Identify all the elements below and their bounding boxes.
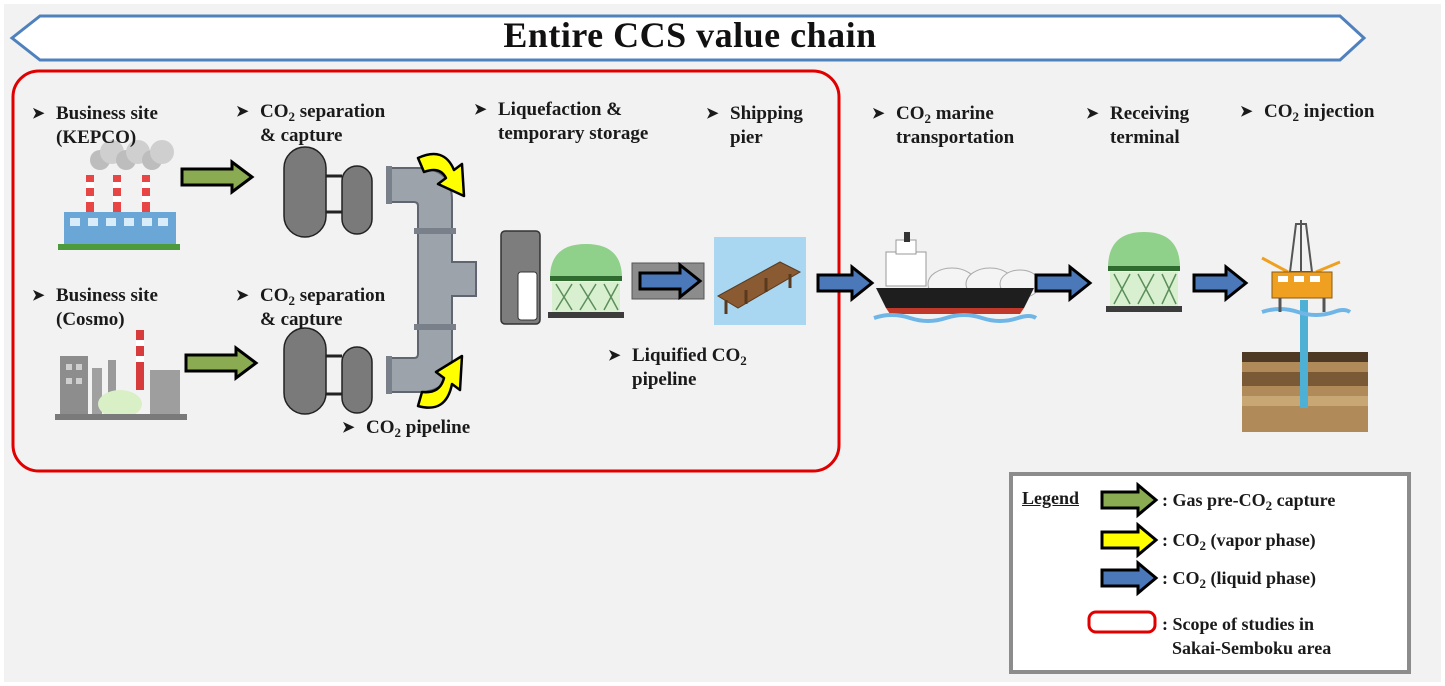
- stage-label-liquefaction: ➤Liquefaction &temporary storage: [474, 99, 649, 144]
- lng-tank-icon: [548, 244, 624, 318]
- vapor-arrow: [416, 354, 464, 409]
- legend-box: [1009, 472, 1411, 674]
- stage-label-capture-top: ➤CO2 separation& capture: [236, 101, 386, 146]
- legend-liquid-arrow: [1100, 559, 1159, 597]
- stage-label-capture-bottom: ➤CO2 separation& capture: [236, 285, 386, 330]
- stage-label-kepco: ➤Business site(KEPCO): [32, 103, 158, 148]
- lng-tank-icon: [1106, 232, 1182, 312]
- capture-vessel-icon: [283, 327, 373, 415]
- co2-pipeline-label: ➤CO2 pipeline: [342, 417, 471, 440]
- liquid-arrow: [816, 263, 875, 303]
- scope-box: [11, 69, 841, 473]
- legend-scope-swatch: [1087, 610, 1157, 634]
- capture-vessel-icon: [283, 146, 373, 238]
- page-title: Entire CCS value chain: [503, 15, 877, 55]
- legend-vapor-arrow: [1100, 521, 1159, 559]
- legend-item-gas: : Gas pre-CO2 capture: [1162, 490, 1336, 513]
- refinery-icon: [55, 330, 187, 420]
- liquid-arrow: [1034, 263, 1093, 303]
- legend-gas-arrow: [1100, 481, 1159, 519]
- legend-heading: Legend: [1022, 488, 1080, 508]
- legend-item-liquid: : CO2 (liquid phase): [1162, 568, 1317, 591]
- pier-icon: [714, 237, 806, 325]
- gas-arrow: [184, 345, 259, 381]
- gas-arrow: [180, 159, 255, 195]
- legend-item-vapor: : CO2 (vapor phase): [1162, 530, 1316, 553]
- offshore-platform-icon: [1242, 220, 1368, 432]
- vapor-arrow: [416, 152, 466, 198]
- liquid-arrow: [638, 261, 703, 301]
- banner-arrow: [9, 14, 1367, 62]
- storage-tank-icon: [500, 230, 541, 325]
- factory-icon: [58, 140, 180, 250]
- ship-icon: [873, 232, 1041, 323]
- stage-label-injection: ➤CO2 injection: [1240, 101, 1375, 124]
- liquid-arrow: [1192, 263, 1249, 303]
- stage-label-cosmo: ➤Business site(Cosmo): [32, 285, 158, 330]
